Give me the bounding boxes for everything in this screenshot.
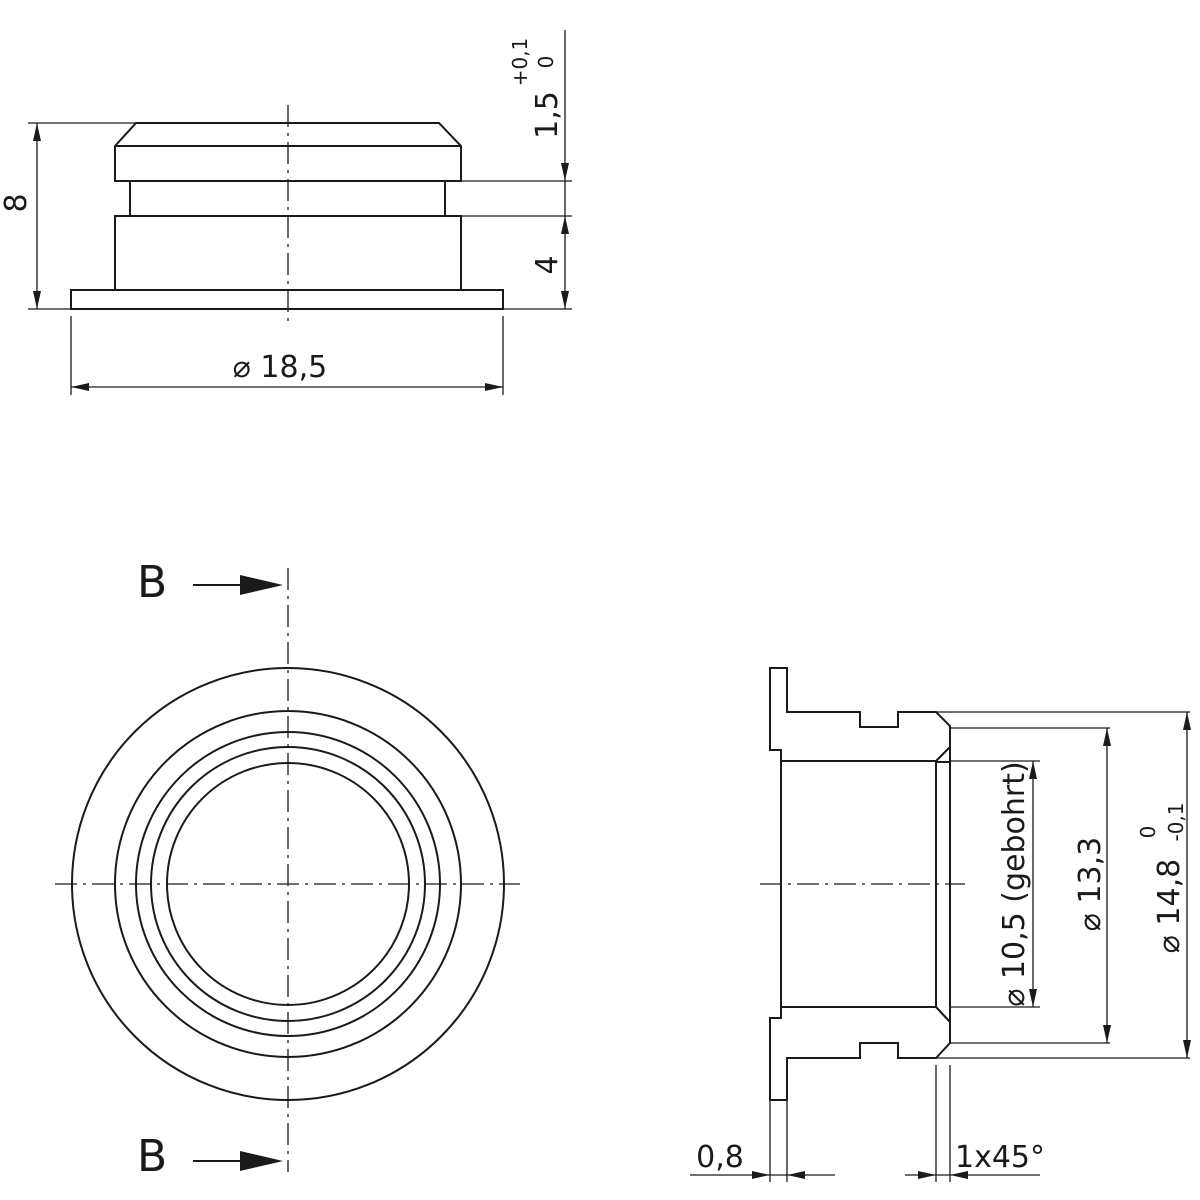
section-arrow-bottom — [240, 1151, 283, 1171]
dim-groove-diameter: ⌀ 13,3 — [1073, 837, 1108, 931]
dim-groove-tol-lower: 0 — [534, 56, 558, 69]
section-mark-top: B — [137, 557, 283, 608]
front-view: B B — [55, 557, 520, 1182]
side-view: 8 1,5 +0,1 0 4 ⌀ 18,5 — [0, 30, 572, 395]
dim-bore-diameter: ⌀ 10,5 (gebohrt) — [997, 761, 1032, 1006]
dim-chamfer: 1x45° — [955, 1140, 1045, 1175]
dim-body-height: 4 — [530, 255, 565, 274]
section-hatch-bottom — [769, 1006, 951, 1101]
dim-flange-thickness: 0,8 — [696, 1140, 744, 1175]
dim-outer-diameter: ⌀ 14,8 — [1152, 859, 1187, 953]
section-mark-bottom: B — [137, 1131, 283, 1182]
dim-groove-tol-upper: +0,1 — [508, 38, 532, 87]
dim-outer-tol-upper: 0 — [1136, 826, 1160, 839]
section-arrow-top — [240, 575, 283, 595]
section-label-bottom: B — [137, 1131, 167, 1182]
dim-height-total: 8 — [0, 193, 34, 212]
dim-groove-width: 1,5 — [530, 91, 565, 139]
dim-flange-diameter: ⌀ 18,5 — [233, 350, 327, 385]
section-hatch-top — [769, 667, 951, 763]
section-view: ⌀ 10,5 (gebohrt) ⌀ 13,3 ⌀ 14,8 0 -0,1 0,… — [690, 667, 1191, 1182]
dim-outer-tol-lower: -0,1 — [1164, 802, 1188, 841]
section-label-top: B — [137, 557, 167, 608]
side-view-flange — [70, 289, 504, 310]
